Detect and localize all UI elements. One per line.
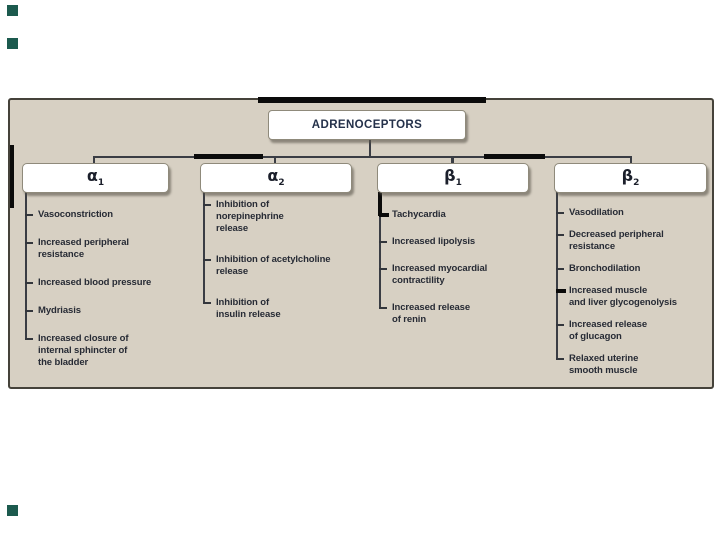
effect-item: Inhibition of insulin release <box>203 297 368 321</box>
effect-item: Increased muscle and liver glycogenolysi… <box>556 285 711 309</box>
connector-thick-segment-right <box>484 154 545 159</box>
effect-item: Increased lipolysis <box>379 236 529 248</box>
effect-item: Increased closure of internal sphincter … <box>25 333 175 369</box>
node-alpha2-label: α2 <box>267 165 285 189</box>
root-node-label: ADRENOCEPTORS <box>311 119 423 131</box>
node-beta2-label: β2 <box>621 165 640 189</box>
effect-item: Increased blood pressure <box>25 277 175 289</box>
slide-accent-square-bottom <box>7 505 18 516</box>
slide-accent-square-top-1 <box>7 5 18 16</box>
effects-branch-thick-mark-beta1 <box>378 192 382 216</box>
connector-stub-alpha2 <box>274 156 276 165</box>
left-accent-bar <box>10 145 14 208</box>
effect-item: Vasodilation <box>556 207 711 219</box>
effect-item: Decreased peripheral resistance <box>556 229 711 253</box>
effect-item: Bronchodilation <box>556 263 711 275</box>
effects-list-alpha2: Inhibition of norepinephrine release Inh… <box>203 192 368 321</box>
figure-panel <box>8 98 714 389</box>
effect-item: Increased myocardial contractility <box>379 263 529 287</box>
connector-stub-beta2 <box>630 156 632 165</box>
effects-branch-line-beta2 <box>556 192 558 358</box>
effects-list-alpha1: Vasoconstriction Increased peripheral re… <box>25 192 175 369</box>
slide-accent-square-top-2 <box>7 38 18 49</box>
connector-horizontal <box>93 156 632 158</box>
effects-branch-line-beta1 <box>379 192 381 307</box>
effects-branch-line-alpha2 <box>203 192 205 302</box>
effect-item: Relaxed uterine smooth muscle <box>556 353 711 377</box>
effect-item: Inhibition of acetylcholine release <box>203 254 368 278</box>
node-beta1: β1 <box>377 163 529 193</box>
effect-item: Increased peripheral resistance <box>25 237 175 261</box>
effect-item: Vasoconstriction <box>25 209 175 221</box>
effects-branch-line-alpha1 <box>25 192 27 338</box>
top-accent-bar <box>258 97 486 103</box>
node-alpha2: α2 <box>200 163 352 193</box>
connector-stub-beta1 <box>451 156 454 165</box>
effect-item: Inhibition of norepinephrine release <box>203 199 368 235</box>
effect-item: Increased release of glucagon <box>556 319 711 343</box>
node-beta1-label: β1 <box>444 165 462 189</box>
node-beta2: β2 <box>554 163 707 193</box>
connector-title-stub <box>369 138 371 158</box>
connector-thick-segment-left <box>194 154 263 159</box>
node-alpha1: α1 <box>22 163 169 193</box>
connector-stub-alpha1 <box>93 156 95 165</box>
effect-item: Mydriasis <box>25 305 175 317</box>
effects-list-beta2: Vasodilation Decreased peripheral resist… <box>556 192 711 377</box>
effect-item: Increased release of renin <box>379 302 529 326</box>
root-node-adrenoceptors: ADRENOCEPTORS <box>268 110 466 140</box>
node-alpha1-label: α1 <box>86 165 105 189</box>
effect-item: Tachycardia <box>379 209 529 221</box>
effects-list-beta1: Tachycardia Increased lipolysis Increase… <box>378 192 529 326</box>
